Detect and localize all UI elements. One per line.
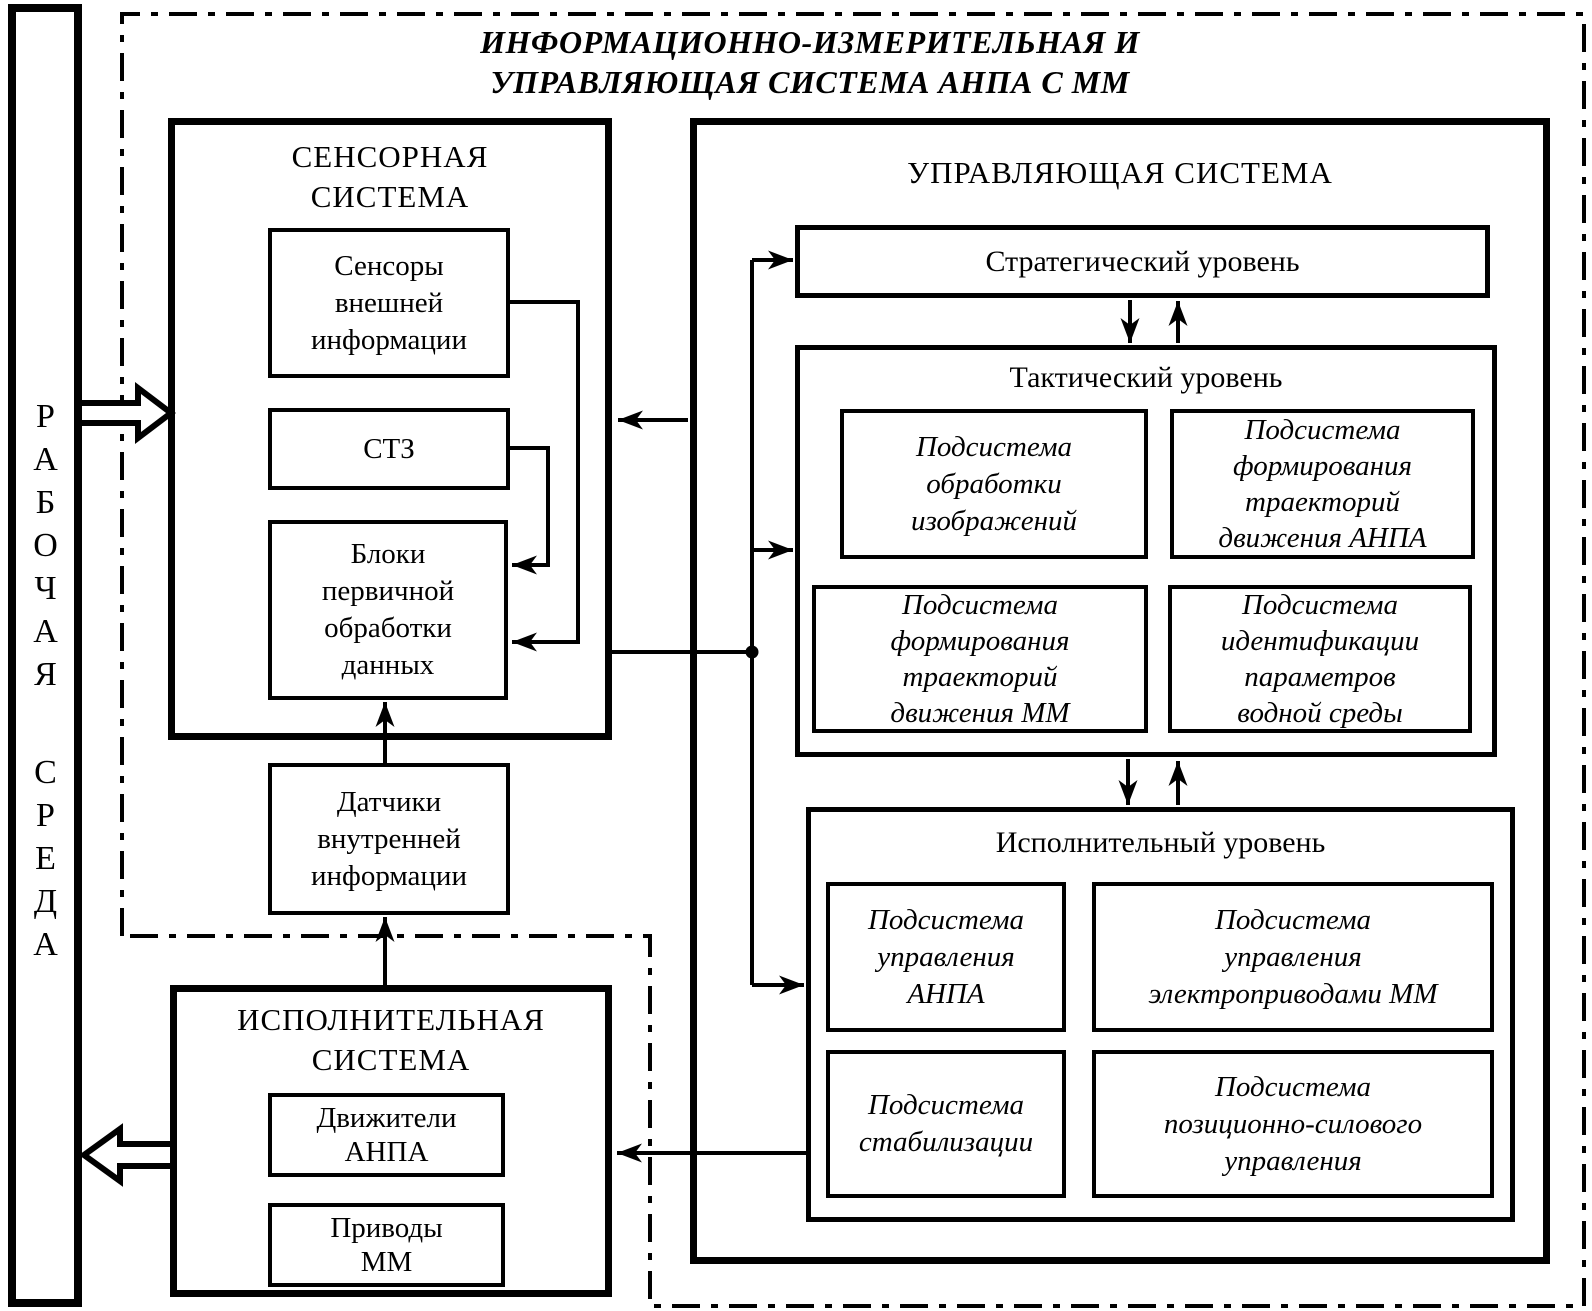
dashed-system-boundary bbox=[120, 12, 1586, 1308]
hollow-arrow-executive-to-env bbox=[78, 1123, 177, 1187]
environment-label: РАБОЧАЯ СРЕДА bbox=[27, 398, 64, 969]
tactical-level-box: Тактический уровень Подсистема обработки… bbox=[795, 345, 1497, 757]
diagram-title: ИНФОРМАЦИОННО-ИЗМЕРИТЕЛЬНАЯ И УПРАВЛЯЮЩА… bbox=[480, 24, 1140, 100]
sensor-system-title: СЕНСОРНАЯ СИСТЕМА bbox=[291, 139, 489, 214]
thrusters-box: Движители АНПА bbox=[268, 1093, 505, 1177]
tactical-level-title: Тактический уровень bbox=[1009, 361, 1283, 394]
hollow-arrow-env-to-sensor bbox=[75, 381, 176, 445]
auv-control-subsystem-box: Подсистема управления АНПА bbox=[826, 882, 1066, 1032]
control-system-title: УПРАВЛЯЮЩАЯ СИСТЕМА bbox=[907, 155, 1333, 190]
water-params-identification-subsystem-box: Подсистема идентификации параметров водн… bbox=[1168, 585, 1472, 733]
executive-level-box: Исполнительный уровень Подсистема управл… bbox=[806, 807, 1515, 1222]
auv-trajectory-subsystem-box: Подсистема формирования траекторий движе… bbox=[1170, 409, 1475, 559]
mm-drives-box: Приводы ММ bbox=[268, 1203, 505, 1287]
strategic-level-box: Стратегический уровень bbox=[795, 225, 1490, 298]
mm-electric-drives-control-subsystem-box: Подсистема управления электроприводами М… bbox=[1092, 882, 1494, 1032]
executive-system-title: ИСПОЛНИТЕЛЬНАЯ СИСТЕМА bbox=[237, 1002, 545, 1077]
control-system-box: УПРАВЛЯЮЩАЯ СИСТЕМА Стратегический урове… bbox=[690, 118, 1550, 1264]
environment-bar: РАБОЧАЯ СРЕДА bbox=[8, 4, 82, 1307]
executive-level-title: Исполнительный уровень bbox=[995, 826, 1326, 859]
image-processing-subsystem-box: Подсистема обработки изображений bbox=[840, 409, 1148, 559]
mm-trajectory-subsystem-box: Подсистема формирования траекторий движе… bbox=[812, 585, 1148, 733]
sensor-system-box: СЕНСОРНАЯ СИСТЕМА Сенсоры внешней информ… bbox=[168, 118, 612, 740]
position-force-control-subsystem-box: Подсистема позиционно-силового управлени… bbox=[1092, 1050, 1494, 1198]
preprocessing-box: Блоки первичной обработки данных bbox=[268, 520, 508, 700]
executive-system-box: ИСПОЛНИТЕЛЬНАЯ СИСТЕМА Движители АНПА Пр… bbox=[170, 985, 612, 1297]
external-sensors-box: Сенсоры внешней информации bbox=[268, 228, 510, 378]
stz-box: СТЗ bbox=[268, 408, 510, 490]
internal-sensors-box: Датчики внутренней информации bbox=[268, 763, 510, 915]
strategic-level-title: Стратегический уровень bbox=[985, 244, 1300, 278]
wire-external-sensors-to-preprocessing bbox=[510, 300, 580, 652]
bus-junction-dot bbox=[745, 645, 759, 659]
stabilization-subsystem-box: Подсистема стабилизации bbox=[826, 1050, 1066, 1198]
wire-stz-to-preprocessing bbox=[510, 446, 550, 575]
